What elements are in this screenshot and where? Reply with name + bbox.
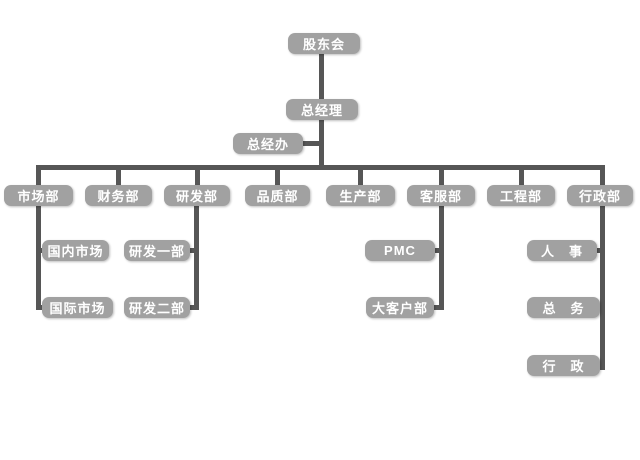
org-node-production-dept: 生产部 <box>326 185 395 206</box>
org-node-customer-service-dept: 客服部 <box>407 185 475 206</box>
connector-line <box>36 305 46 310</box>
connector-line <box>319 53 324 100</box>
connector-line <box>36 169 41 186</box>
connector-line <box>319 119 324 166</box>
org-node-rnd-division-2: 研发二部 <box>124 297 190 318</box>
connector-line <box>36 165 605 170</box>
org-node-hr: 人 事 <box>527 240 597 261</box>
connector-line <box>600 165 605 186</box>
connector-line <box>195 169 200 186</box>
org-node-gm-office: 总经办 <box>233 133 303 154</box>
connector-line <box>439 206 444 310</box>
connector-line <box>594 248 603 253</box>
org-node-finance-dept: 财务部 <box>85 185 152 206</box>
org-node-admin-dept: 行政部 <box>567 185 633 206</box>
org-node-marketing-dept: 市场部 <box>4 185 73 206</box>
connector-line <box>301 141 321 146</box>
org-node-key-accounts: 大客户部 <box>366 297 434 318</box>
connector-line <box>358 169 363 186</box>
org-node-international-market: 国际市场 <box>42 297 113 318</box>
org-node-general-affairs: 总 务 <box>527 297 600 318</box>
org-node-rnd-dept: 研发部 <box>164 185 230 206</box>
org-node-quality-dept: 品质部 <box>245 185 310 206</box>
connector-line <box>432 248 442 253</box>
org-node-engineering-dept: 工程部 <box>487 185 555 206</box>
connector-line <box>519 169 524 186</box>
connector-line <box>36 206 41 310</box>
connector-line <box>275 169 280 186</box>
org-node-administration: 行 政 <box>527 355 600 376</box>
org-node-pmc: PMC <box>365 240 435 261</box>
connector-line <box>439 169 444 186</box>
connector-line <box>432 305 442 310</box>
org-node-general-manager: 总经理 <box>286 99 358 120</box>
org-node-domestic-market: 国内市场 <box>42 240 109 261</box>
connector-line <box>116 169 121 186</box>
connector-line <box>187 248 197 253</box>
connector-line <box>36 248 46 253</box>
connector-line <box>600 206 605 370</box>
connector-line <box>194 206 199 310</box>
org-node-shareholders: 股东会 <box>288 33 360 54</box>
org-node-rnd-division-1: 研发一部 <box>124 240 190 261</box>
connector-line <box>187 305 197 310</box>
